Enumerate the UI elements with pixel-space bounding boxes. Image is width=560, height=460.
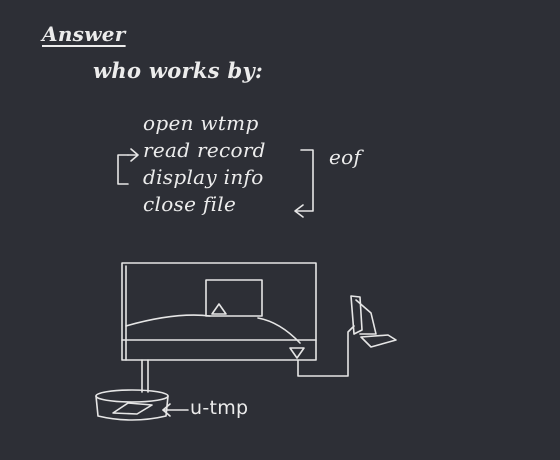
step-open-wtmp: open wtmp (143, 111, 259, 135)
computer-box (121, 262, 317, 361)
terminal-cable (297, 325, 355, 377)
eof-label: eof (329, 145, 362, 169)
utmp-label: u-tmp (190, 397, 249, 419)
step-close-file: close file (143, 192, 237, 216)
data-flow-lines (125, 314, 301, 344)
read-loop-bracket (117, 148, 139, 185)
process-window (205, 279, 263, 317)
step-read-record: read record (143, 138, 266, 162)
page-heading: Answer (42, 22, 126, 46)
process-triangle (211, 303, 227, 315)
eof-bracket (294, 149, 314, 218)
terminal-device (350, 295, 397, 348)
utmp-disk (95, 359, 169, 421)
page-subtitle: who works by: (93, 58, 264, 83)
utmp-arrow (162, 403, 189, 417)
step-display-info: display info (143, 165, 264, 189)
output-triangle (289, 347, 305, 359)
